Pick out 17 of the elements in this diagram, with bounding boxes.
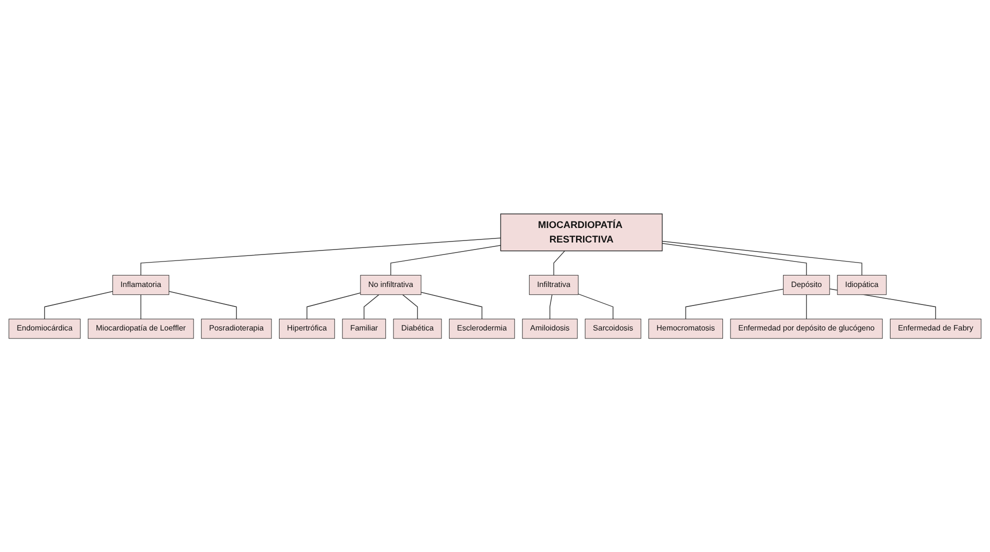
connector (306, 292, 361, 320)
connector (364, 294, 380, 320)
connector (662, 240, 862, 276)
node-box: MIOCARDIOPATÍA RESTRICTIVA (500, 213, 663, 252)
connector (685, 288, 784, 320)
connector (420, 292, 482, 320)
connector (662, 242, 807, 276)
connector (140, 237, 502, 276)
connector (168, 290, 237, 320)
connector (578, 293, 614, 320)
connector (553, 250, 566, 276)
connector (806, 294, 807, 320)
connector (390, 244, 502, 276)
connector (44, 290, 114, 320)
connector (140, 294, 142, 320)
connector (550, 294, 552, 320)
connector (402, 294, 418, 320)
